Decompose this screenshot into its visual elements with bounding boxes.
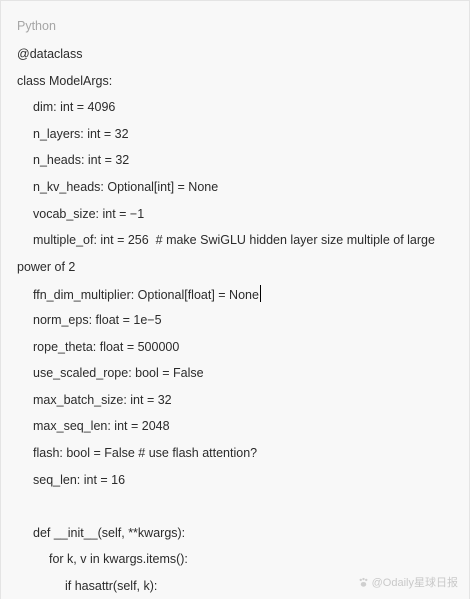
code-line: flash: bool = False # use flash attentio… [1,445,469,472]
watermark-text: @Odaily星球日报 [371,577,458,589]
watermark: @Odaily星球日报 [358,574,458,590]
code-line [1,498,469,525]
code-line-text: use_scaled_rope: bool = False [33,366,204,381]
code-line: for k, v in kwargs.items(): [1,551,469,578]
code-line: n_layers: int = 32 [1,126,469,153]
code-language-label: Python [17,19,56,33]
code-line-text: multiple_of: int = 256 # make SwiGLU hid… [33,233,435,248]
paw-icon [359,577,368,587]
code-line-text: max_batch_size: int = 32 [33,392,172,407]
code-line: use_scaled_rope: bool = False [1,365,469,392]
code-line-text: n_kv_heads: Optional[int] = None [33,179,219,194]
code-line-text: @dataclass [17,47,83,61]
code-line-text: max_seq_len: int = 2048 [33,419,170,434]
code-line: rope_theta: float = 500000 [1,339,469,366]
code-line-text: if hasattr(self, k): [65,578,158,593]
code-line-text: vocab_size: int = −1 [33,206,145,221]
code-line: dim: int = 4096 [1,99,469,126]
code-line: ffn_dim_multiplier: Optional[float] = No… [1,285,469,312]
code-line-text: rope_theta: float = 500000 [33,339,180,354]
code-line-text: n_layers: int = 32 [33,126,129,141]
code-line-text: for k, v in kwargs.items(): [49,552,188,567]
code-line: seq_len: int = 16 [1,472,469,499]
code-line: def __init__(self, **kwargs): [1,525,469,552]
code-line: multiple_of: int = 256 # make SwiGLU hid… [1,232,469,259]
code-line-text: norm_eps: float = 1e−5 [33,312,162,327]
code-line-text: flash: bool = False # use flash attentio… [33,445,258,460]
code-line: n_heads: int = 32 [1,152,469,179]
code-line-text: power of 2 [17,259,76,274]
code-line: @dataclass [1,46,469,73]
code-line: n_kv_heads: Optional[int] = None [1,179,469,206]
code-line-text: seq_len: int = 16 [33,472,126,487]
text-cursor [259,285,261,303]
code-line: class ModelArgs: [1,73,469,100]
code-content[interactable]: @dataclass class ModelArgs: dim: int = 409… [1,46,469,604]
code-line-text: ffn_dim_multiplier: Optional[float] = No… [33,288,259,303]
code-line: norm_eps: float = 1e−5 [1,312,469,339]
code-line-text: def __init__(self, **kwargs): [33,525,186,540]
code-line: power of 2 [1,259,469,286]
code-line: if hasattr(self, k): [1,578,469,604]
code-line-text: class ModelArgs: [17,73,113,88]
code-line: max_seq_len: int = 2048 [1,418,469,445]
code-line-text: dim: int = 4096 [33,100,116,115]
code-line: max_batch_size: int = 32 [1,392,469,419]
code-line-text: n_heads: int = 32 [33,153,130,168]
code-line: vocab_size: int = −1 [1,206,469,233]
